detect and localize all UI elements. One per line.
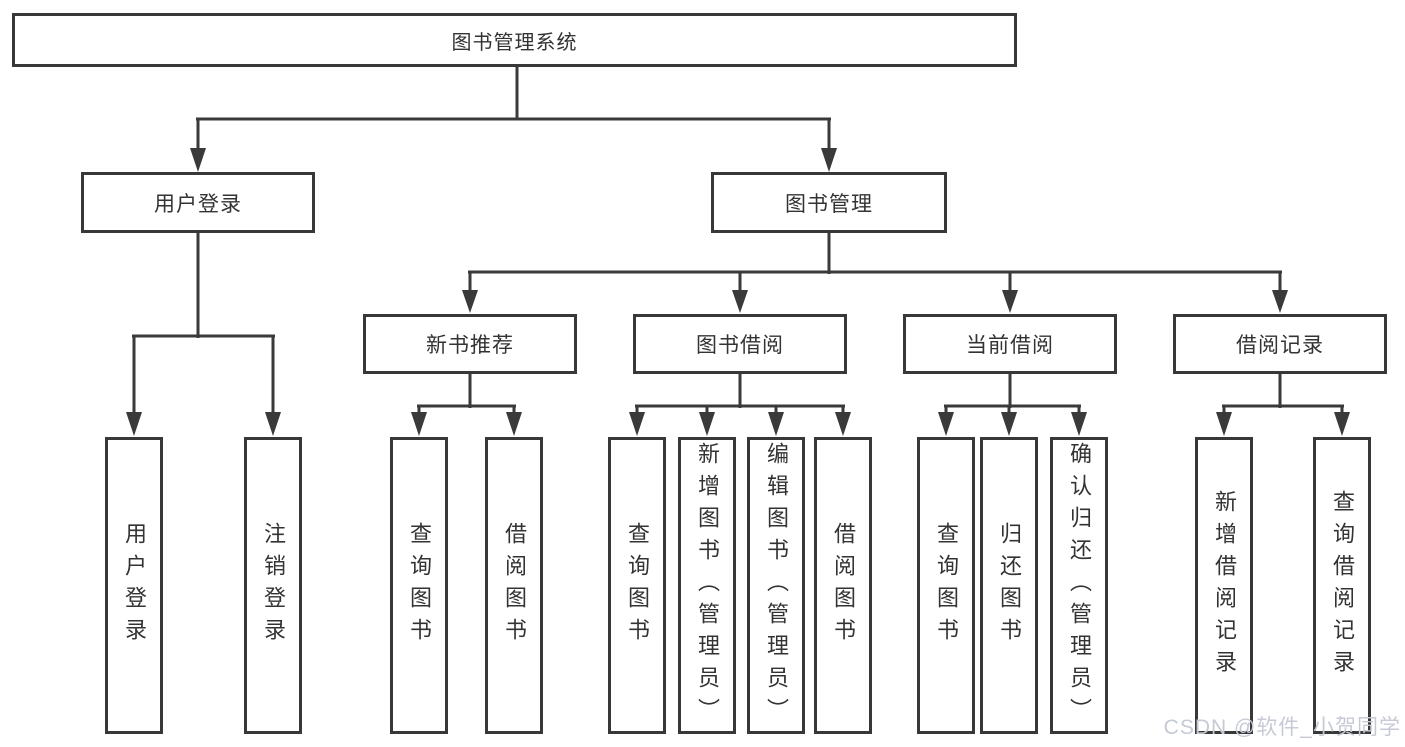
leaf-confirm-return-admin-label: 确认归还（管理员） <box>1067 441 1092 730</box>
leaf-edit-books-admin: 编辑图书（管理员） <box>747 437 805 734</box>
connector-current-borrow-to-leaves <box>938 373 1087 436</box>
leaf-edit-books-admin-label: 编辑图书（管理员） <box>764 441 789 730</box>
node-book-management: 图书管理 <box>711 172 947 233</box>
leaf-query-books-current: 查询图书 <box>917 437 975 734</box>
node-current-borrow-label: 当前借阅 <box>966 334 1054 357</box>
leaf-logout-label: 注销登录 <box>261 521 286 650</box>
leaf-query-books-current-label: 查询图书 <box>934 521 959 650</box>
node-new-book-recommend: 新书推荐 <box>363 314 577 374</box>
connector-book-borrow-to-leaves <box>629 373 851 436</box>
leaf-add-books-admin-label: 新增图书（管理员） <box>695 441 720 730</box>
leaf-query-borrow-record-label: 查询借阅记录 <box>1330 489 1355 682</box>
connector-book-management-to-level3 <box>462 232 1288 313</box>
leaf-borrow-books-label: 借阅图书 <box>831 521 856 650</box>
csdn-watermark: CSDN @软件_小贺同学 <box>1163 716 1401 739</box>
leaf-query-books-recommend: 查询图书 <box>390 437 448 734</box>
leaf-add-borrow-record-label: 新增借阅记录 <box>1212 489 1237 682</box>
node-book-borrow: 图书借阅 <box>633 314 847 374</box>
node-library-management-system: 图书管理系统 <box>12 13 1017 67</box>
leaf-query-books-recommend-label: 查询图书 <box>407 521 432 650</box>
node-book-borrow-label: 图书借阅 <box>696 334 784 357</box>
node-book-management-label: 图书管理 <box>785 192 873 216</box>
leaf-return-books: 归还图书 <box>980 437 1038 734</box>
leaf-borrow-books-recommend: 借阅图书 <box>485 437 543 734</box>
connector-user-login-to-leaves <box>126 232 281 436</box>
node-new-book-recommend-label: 新书推荐 <box>426 334 514 357</box>
leaf-confirm-return-admin: 确认归还（管理员） <box>1050 437 1108 734</box>
leaf-query-books-borrow-label: 查询图书 <box>625 521 650 650</box>
node-user-login-label: 用户登录 <box>154 192 242 216</box>
leaf-user-login: 用户登录 <box>105 437 163 734</box>
leaf-user-login-label: 用户登录 <box>122 521 147 650</box>
leaf-borrow-books-recommend-label: 借阅图书 <box>502 521 527 650</box>
connector-borrow-record-to-leaves <box>1216 373 1350 436</box>
node-user-login: 用户登录 <box>81 172 315 233</box>
node-borrow-records-label: 借阅记录 <box>1236 334 1324 357</box>
leaf-logout: 注销登录 <box>244 437 302 734</box>
leaf-borrow-books: 借阅图书 <box>814 437 872 734</box>
leaf-add-borrow-record: 新增借阅记录 <box>1195 437 1253 734</box>
leaf-return-books-label: 归还图书 <box>997 521 1022 650</box>
node-library-management-system-label: 图书管理系统 <box>451 31 578 54</box>
connector-new-book-to-leaves <box>411 373 522 436</box>
node-borrow-records: 借阅记录 <box>1173 314 1387 374</box>
node-current-borrow: 当前借阅 <box>903 314 1117 374</box>
leaf-add-books-admin: 新增图书（管理员） <box>678 437 736 734</box>
leaf-query-borrow-record: 查询借阅记录 <box>1313 437 1371 734</box>
connector-root-to-level2 <box>190 67 837 172</box>
leaf-query-books-borrow: 查询图书 <box>608 437 666 734</box>
